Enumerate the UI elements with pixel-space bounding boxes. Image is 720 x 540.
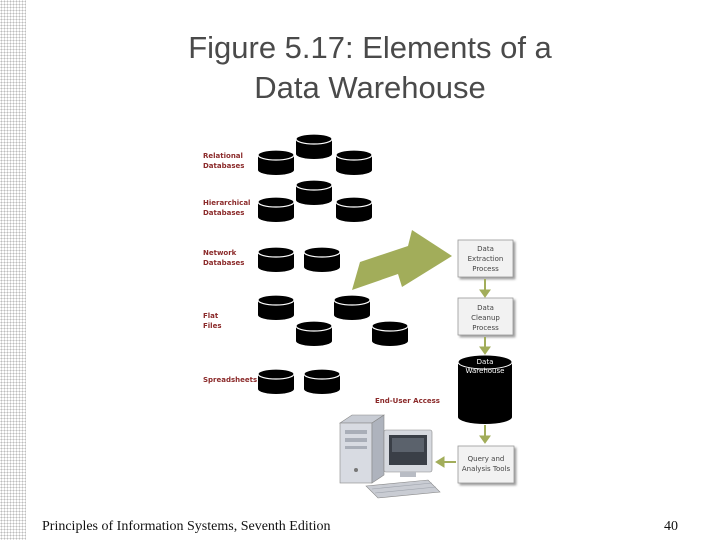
svg-text:Process: Process [472, 265, 499, 273]
svg-text:Relational: Relational [203, 152, 243, 160]
disk-cylinder-spreadsheets [303, 368, 341, 394]
svg-text:Databases: Databases [203, 162, 244, 170]
svg-text:Process: Process [472, 324, 499, 332]
svg-text:Network: Network [203, 249, 237, 257]
svg-text:Query and: Query and [468, 455, 505, 463]
disk-cylinder-hierarchical [295, 179, 333, 205]
svg-text:Data: Data [477, 245, 494, 253]
svg-text:Data: Data [477, 358, 494, 366]
data-warehouse-cylinder: Data Warehouse [457, 354, 513, 424]
disk-cylinder-relational [295, 133, 333, 159]
title-line-1: Figure 5.17: Elements of a [188, 30, 552, 65]
svg-text:Cleanup: Cleanup [471, 314, 500, 322]
query-analysis-tools-box: Query and Analysis Tools [457, 445, 515, 484]
disk-cylinder-spreadsheets [257, 368, 295, 394]
end-user-access-label: End-User Access [375, 397, 440, 405]
label-flat-files: Flat Files [203, 312, 222, 330]
disk-cylinder-flat [333, 294, 371, 320]
disk-cylinder-hierarchical [335, 196, 373, 222]
footer-source: Principles of Information Systems, Seven… [42, 519, 331, 534]
computer-icon [339, 414, 441, 499]
title-line-2: Data Warehouse [254, 70, 486, 105]
svg-text:Databases: Databases [203, 209, 244, 217]
svg-text:Spreadsheets: Spreadsheets [203, 376, 257, 384]
data-extraction-box: Data Extraction Process [457, 239, 514, 278]
dotted-border [0, 0, 26, 540]
disk-cylinder-relational [257, 149, 295, 175]
data-cleanup-box: Data Cleanup Process [457, 297, 514, 336]
page-number: 40 [664, 519, 678, 534]
svg-text:Hierarchical: Hierarchical [203, 199, 250, 207]
disk-cylinder-flat [371, 320, 409, 346]
disk-cylinder-network [257, 246, 295, 272]
source-cylinders [257, 133, 409, 394]
svg-text:Warehouse: Warehouse [466, 367, 505, 375]
disk-cylinder-hierarchical [257, 196, 295, 222]
svg-text:Data: Data [477, 304, 494, 312]
label-network-databases: Network Databases [203, 249, 244, 267]
label-spreadsheets: Spreadsheets [203, 376, 257, 384]
svg-text:Files: Files [203, 322, 222, 330]
page-title: Figure 5.17: Elements of a Data Warehous… [90, 28, 650, 108]
disk-cylinder-relational [335, 149, 373, 175]
extraction-arrow [352, 230, 452, 290]
svg-text:Databases: Databases [203, 259, 244, 267]
label-relational-databases: Relational Databases [203, 152, 244, 170]
disk-cylinder-flat [257, 294, 295, 320]
flow-arrows [435, 279, 491, 468]
disk-cylinder-flat [295, 320, 333, 346]
svg-text:Flat: Flat [203, 312, 219, 320]
svg-text:Analysis Tools: Analysis Tools [462, 465, 511, 473]
svg-text:Extraction: Extraction [468, 255, 504, 263]
label-hierarchical-databases: Hierarchical Databases [203, 199, 250, 217]
disk-cylinder-network [303, 246, 341, 272]
